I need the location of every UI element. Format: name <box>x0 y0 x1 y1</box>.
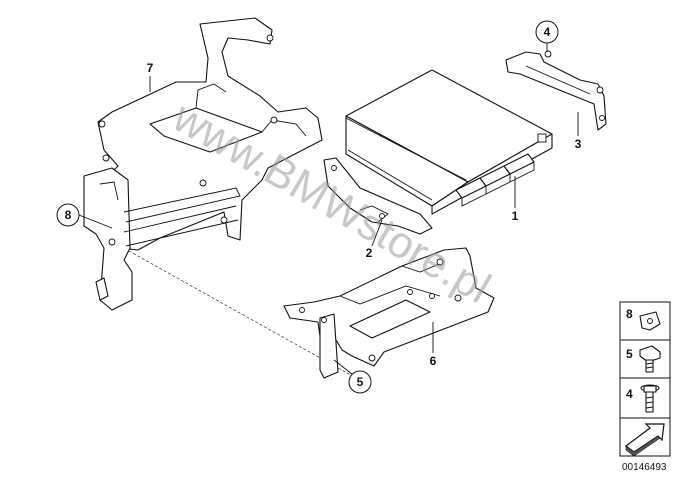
callout-4-label: 4 <box>544 25 551 39</box>
callout-2: 2 <box>366 219 383 260</box>
legend-label-4: 4 <box>626 387 633 401</box>
callout-6: 6 <box>430 322 437 368</box>
callout-3-label: 3 <box>575 137 582 151</box>
clip-nut-icon <box>639 311 661 331</box>
callout-7: 7 <box>147 61 154 92</box>
callout-2-label: 2 <box>366 246 373 260</box>
part-2-plate[interactable] <box>323 157 433 235</box>
flange-bolt-icon <box>640 384 660 413</box>
legend-cell-4 <box>619 377 671 419</box>
part-3-side-bracket[interactable] <box>505 50 607 131</box>
callout-5: 5 <box>333 359 372 394</box>
callout-3: 3 <box>575 112 582 151</box>
part-7-mounting-bracket[interactable] <box>83 17 323 311</box>
callout-5-label: 5 <box>357 375 364 389</box>
legend-label-5: 5 <box>626 347 633 361</box>
callout-8-label: 8 <box>65 208 72 222</box>
callout-8: 8 <box>56 203 113 229</box>
diagram-number: 00146493 <box>622 462 667 473</box>
orientation-arrow-icon <box>625 423 665 457</box>
hex-bolt-icon <box>639 345 661 373</box>
callout-1-label: 1 <box>512 209 519 223</box>
callout-7-label: 7 <box>147 61 154 75</box>
legend-label-8: 8 <box>626 307 633 321</box>
callout-4: 4 <box>535 20 559 52</box>
callout-1: 1 <box>512 176 519 223</box>
part-6-lower-tray[interactable] <box>283 247 495 379</box>
part-1-control-unit[interactable] <box>345 69 553 215</box>
small-parts-legend: 8 5 4 <box>619 301 671 457</box>
callout-6-label: 6 <box>430 354 437 368</box>
